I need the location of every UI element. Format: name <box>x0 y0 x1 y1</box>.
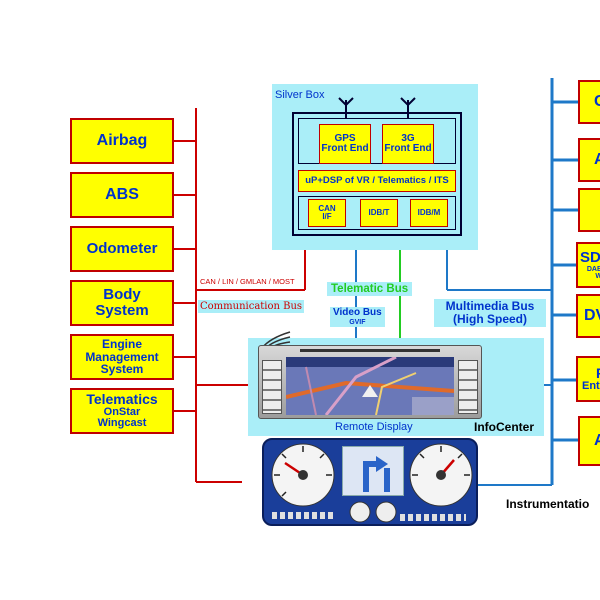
right-box-r: R Ent <box>576 356 600 402</box>
speedometer-gauge <box>271 443 335 507</box>
airbag-label: Airbag <box>96 131 148 149</box>
right-box-dv: DV <box>576 294 600 338</box>
engine-management-box: Engine Management System <box>70 334 174 380</box>
can-if-label: CAN I/F <box>318 203 336 221</box>
right-box-a-label: A <box>594 150 600 168</box>
cluster-indicator-strip <box>272 512 336 519</box>
telematic-bus-label: Telematic Bus <box>327 282 413 296</box>
right-box-a: A <box>578 138 600 182</box>
right-box-dv-label: DV <box>584 306 600 324</box>
video-bus-text: Video Bus <box>333 307 382 318</box>
head-unit-right-buttons <box>458 360 478 414</box>
dsp-box: uP+DSP of VR / Telematics / ITS <box>298 170 456 192</box>
right-box-c-label: C <box>594 92 600 110</box>
cd-slot <box>300 349 440 352</box>
body-system-label: Body System <box>95 286 149 319</box>
abs-label: ABS <box>105 185 139 203</box>
multimedia-bus-label: Multimedia Bus (High Speed) <box>434 299 546 328</box>
engine-management-label: Engine Management System <box>85 337 159 377</box>
silver-box-title: Silver Box <box>275 89 325 101</box>
idbm-box: IDB/M <box>410 199 448 227</box>
antenna-icon <box>400 97 416 118</box>
idbm-label: IDB/M <box>417 207 441 217</box>
telematics-box: Telematics OnStar Wingcast <box>70 388 174 434</box>
can-if-box: CAN I/F <box>308 199 346 227</box>
right-box-blank <box>578 188 600 232</box>
airbag-box: Airbag <box>70 118 174 164</box>
dsp-label: uP+DSP of VR / Telematics / ITS <box>305 175 449 187</box>
video-bus-label: Video Bus GVIF <box>330 307 385 327</box>
instrumentation-label: Instrumentatio <box>506 497 590 511</box>
right-box-r-sub: Ent <box>582 379 600 392</box>
3g-front-end-box: 3G Front End <box>382 124 434 164</box>
right-box-c: C <box>578 80 600 124</box>
telematics-sub-label: OnStar Wingcast <box>97 405 147 430</box>
3g-front-end-label: 3G Front End <box>384 132 432 154</box>
gps-front-end-label: GPS Front End <box>321 132 369 154</box>
idbt-label: IDB/T <box>368 207 390 217</box>
odometer-label: Odometer <box>86 240 158 258</box>
communication-bus-label: Communication Bus <box>198 300 305 313</box>
gvif-text: GVIF <box>349 318 366 326</box>
odometer-box: Odometer <box>70 226 174 272</box>
gps-front-end-box: GPS Front End <box>319 124 371 164</box>
tachometer-gauge <box>409 443 473 507</box>
cluster-indicator-strip <box>400 514 466 521</box>
remote-display-label: Remote Display <box>335 421 413 433</box>
right-box-sd: SD DAB W <box>576 242 600 288</box>
can-bus-label: CAN / LIN / GMLAN / MOST <box>200 277 295 286</box>
small-gauge-icon <box>349 501 371 523</box>
right-box-sd-label: SD <box>580 248 600 266</box>
turn-arrow-icon <box>363 456 390 492</box>
right-box-a2: A <box>578 416 600 466</box>
idbt-box: IDB/T <box>360 199 398 227</box>
abs-box: ABS <box>70 172 174 218</box>
body-system-box: Body System <box>70 280 174 326</box>
telematics-label: Telematics <box>86 391 158 408</box>
right-box-sd-sub: DAB W <box>586 265 600 280</box>
small-gauge-icon <box>375 501 397 523</box>
infocenter-label: InfoCenter <box>474 420 534 434</box>
head-unit-left-buttons <box>262 360 282 414</box>
navigation-arrow-display <box>342 446 404 496</box>
antenna-icon <box>338 97 354 118</box>
right-box-r-label: R <box>582 366 600 381</box>
navigation-map-screen <box>286 357 454 415</box>
right-box-a2-label: A <box>594 431 600 449</box>
